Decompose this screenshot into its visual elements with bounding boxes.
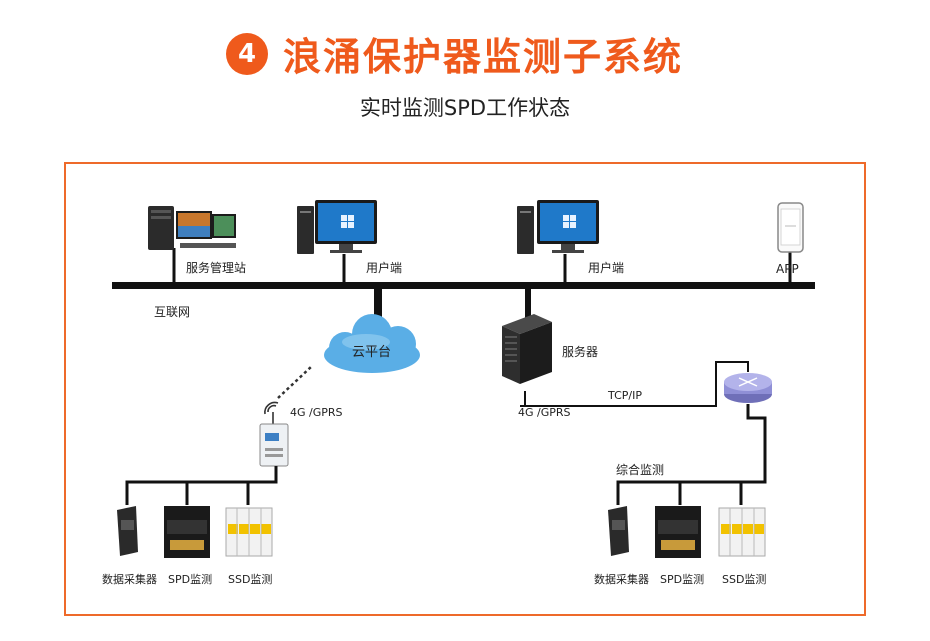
device-label: SPD监测	[660, 573, 704, 586]
wireless-link-line	[277, 365, 313, 399]
ssd-monitor-device-icon	[225, 507, 273, 557]
user-pc-icon	[517, 200, 599, 254]
router-icon	[724, 373, 772, 403]
device-label: 数据采集器	[594, 572, 649, 586]
diagram-frame	[64, 162, 866, 616]
internet-backbone-line	[112, 282, 815, 289]
device-label: SSD监测	[722, 573, 766, 586]
spd-monitor-device-icon	[655, 506, 701, 558]
step-number-badge: 4	[226, 33, 268, 75]
data-collector-device-icon	[117, 506, 138, 556]
ssd-monitor-device-icon	[718, 507, 766, 557]
user-client-label: 用户端	[366, 260, 402, 275]
tcpip-label: TCP/IP	[607, 389, 642, 402]
app-label: APP	[776, 262, 799, 276]
right-bus-drops	[678, 482, 743, 505]
left-4g-gprs-label: 4G /GPRS	[290, 406, 343, 419]
tcpip-link-line	[520, 361, 749, 407]
cloud-platform-icon	[324, 314, 420, 373]
page-title: 浪涌保护器监测子系统	[283, 35, 684, 79]
dtu-module-icon	[259, 423, 289, 467]
spd-monitor-device-icon	[164, 506, 210, 558]
right-4g-gprs-label: 4G /GPRS	[518, 406, 571, 419]
comprehensive-monitoring-label: 综合监测	[616, 462, 664, 477]
node-connector-lines	[172, 248, 792, 283]
device-label: SPD监测	[168, 573, 212, 586]
data-collector-device-icon	[608, 506, 629, 556]
wifi-signal-icon	[264, 401, 279, 424]
device-label: 数据采集器	[102, 572, 157, 586]
device-label: SSD监测	[228, 573, 272, 586]
smartphone-icon	[777, 202, 804, 253]
server-uplink-line	[525, 288, 531, 318]
right-bus-lines	[616, 404, 767, 505]
server-label: 服务器	[562, 344, 598, 359]
cloud-platform-label: 云平台	[352, 345, 391, 360]
management-station-label: 服务管理站	[186, 260, 246, 275]
management-workstation-icon	[148, 206, 236, 250]
header: 4 浪涌保护器监测子系统 实时监测SPD工作状态	[0, 0, 930, 150]
user-pc-icon	[297, 200, 377, 254]
page-subtitle: 实时监测SPD工作状态	[359, 96, 571, 120]
internet-label: 互联网	[154, 305, 190, 319]
left-bus-lines	[125, 466, 278, 505]
server-icon	[502, 314, 552, 384]
user-client-label: 用户端	[588, 260, 624, 275]
cloud-uplink-line	[374, 288, 382, 318]
